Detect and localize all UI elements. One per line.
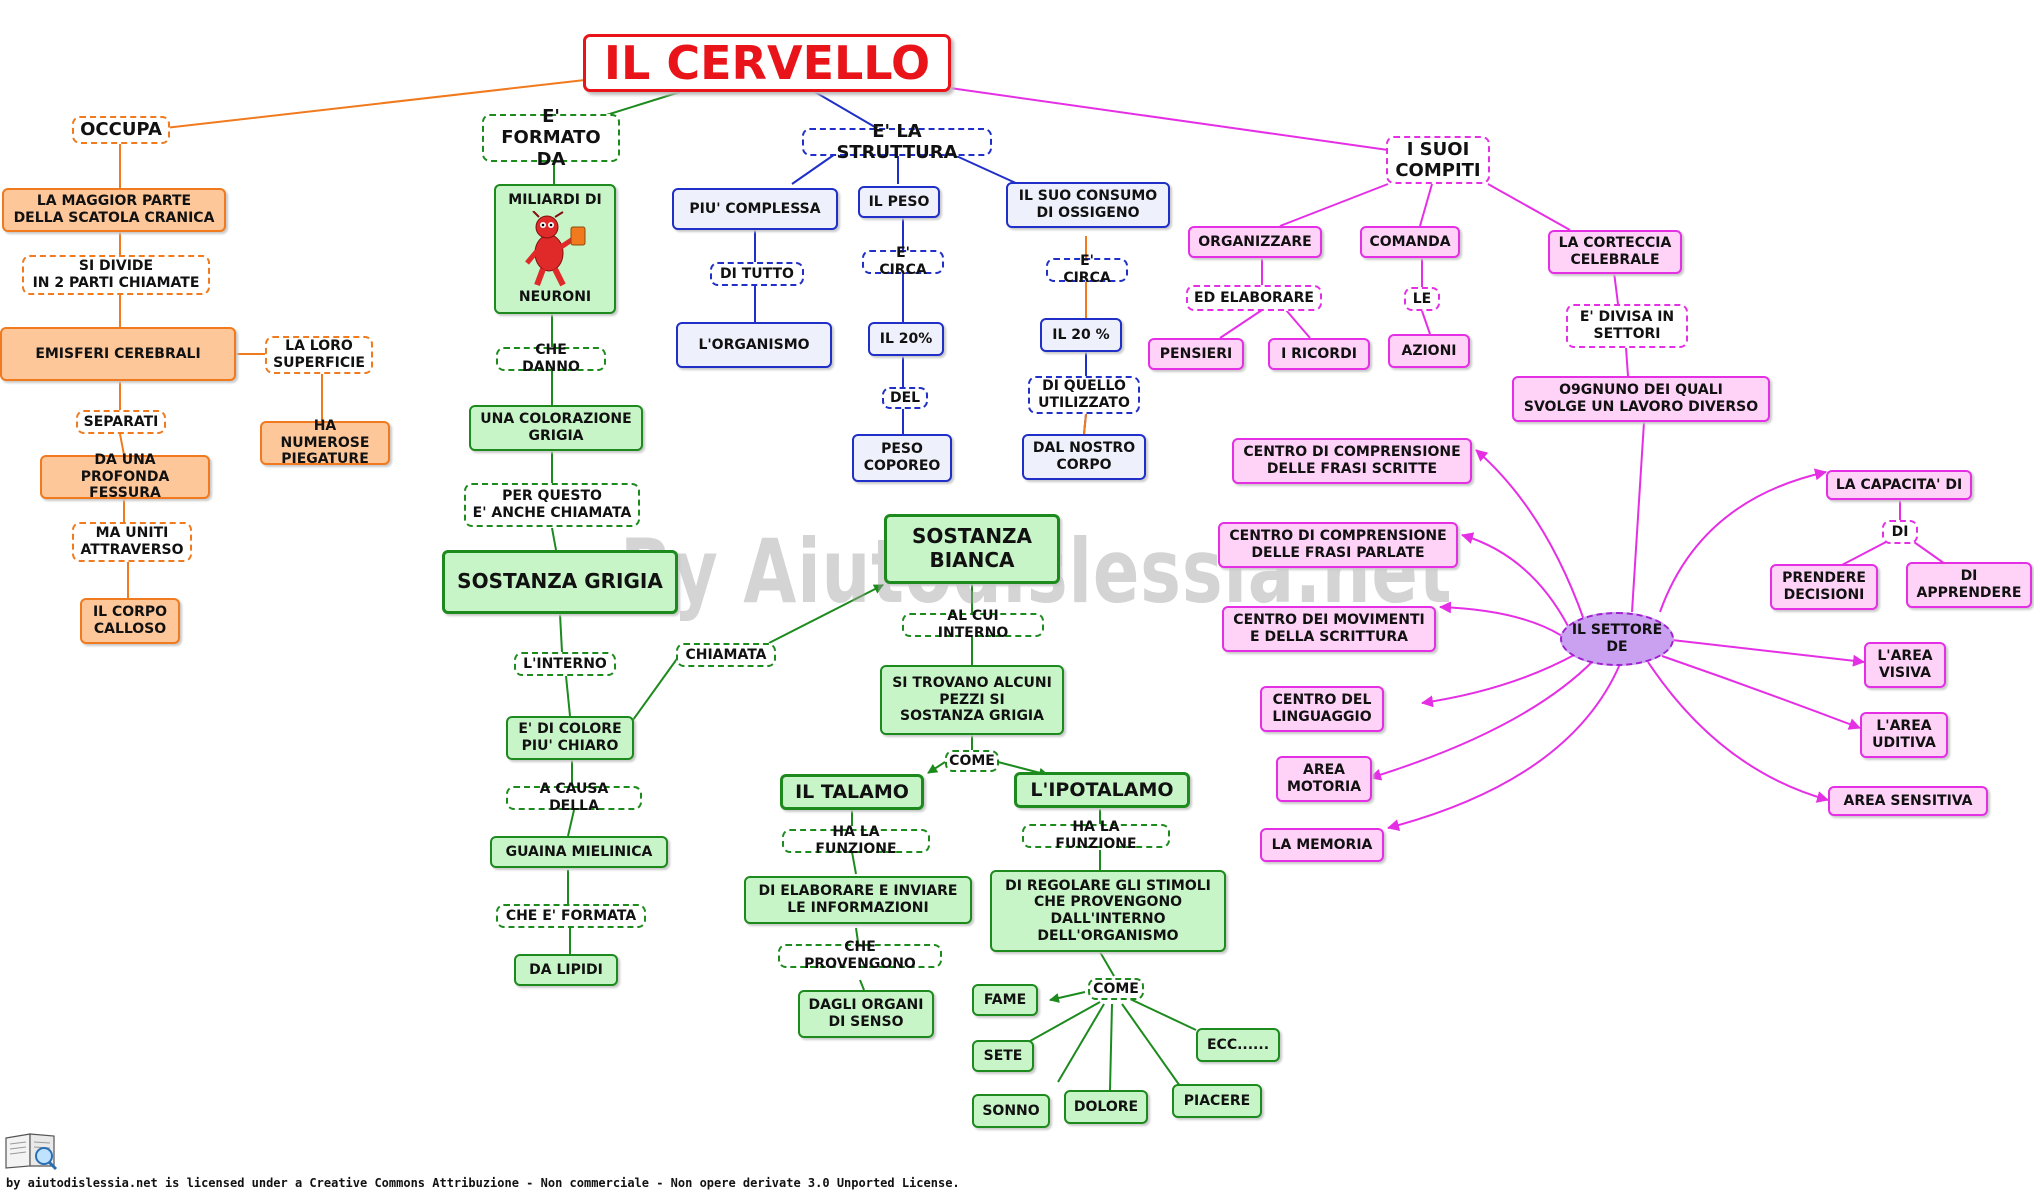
node-colorazione-grigia[interactable]: UNA COLORAZIONE GRIGIA bbox=[469, 405, 643, 451]
node-al-cui-interno[interactable]: AL CUI INTERNO bbox=[902, 608, 1044, 641]
node-numerose-piegature[interactable]: HA NUMEROSE PIEGATURE bbox=[260, 418, 390, 467]
node-sostanza-bianca[interactable]: SOSTANZA BIANCA bbox=[884, 514, 1060, 584]
node-come-2[interactable]: COME bbox=[1088, 978, 1144, 1000]
node-elaborare-inviare[interactable]: DI ELABORARE E INVIARE LE INFORMAZIONI bbox=[744, 876, 972, 924]
node-che-danno[interactable]: CHE DANNO bbox=[496, 342, 606, 375]
node-si-divide[interactable]: SI DIVIDE IN 2 PARTI CHIAMATE bbox=[22, 255, 210, 295]
node-del[interactable]: DEL bbox=[882, 387, 928, 409]
node-area-sensitiva[interactable]: AREA SENSITIVA bbox=[1828, 786, 1988, 816]
node-regolare-stimoli[interactable]: DI REGOLARE GLI STIMOLI CHE PROVENGONO D… bbox=[990, 870, 1226, 952]
node-il-20-1[interactable]: IL 20% bbox=[868, 322, 944, 356]
node-pensieri[interactable]: PENSIERI bbox=[1148, 338, 1244, 370]
node-frasi-scritte[interactable]: CENTRO DI COMPRENSIONE DELLE FRASI SCRIT… bbox=[1232, 438, 1472, 484]
miliardi-label: MILIARDI DI bbox=[508, 192, 602, 208]
node-sostanza-grigia[interactable]: SOSTANZA GRIGIA bbox=[442, 550, 678, 614]
node-da-lipidi[interactable]: DA LIPIDI bbox=[514, 954, 618, 986]
node-separati[interactable]: SEPARATI bbox=[76, 410, 166, 434]
node-maggior-parte[interactable]: LA MAGGIOR PARTE DELLA SCATOLA CRANICA bbox=[2, 188, 226, 232]
node-la-loro-superficie[interactable]: LA LORO SUPERFICIE bbox=[265, 336, 373, 374]
node-la-memoria[interactable]: LA MEMORIA bbox=[1260, 828, 1384, 862]
node-formato-da[interactable]: E' FORMATO DA bbox=[482, 106, 620, 170]
node-comanda[interactable]: COMANDA bbox=[1360, 226, 1460, 258]
node-il-20-2[interactable]: IL 20 % bbox=[1040, 318, 1122, 352]
node-corpo-calloso[interactable]: IL CORPO CALLOSO bbox=[80, 598, 180, 644]
node-prendere-decisioni[interactable]: PRENDERE DECISIONI bbox=[1770, 564, 1878, 610]
node-sete[interactable]: SETE bbox=[972, 1040, 1034, 1072]
node-e-circa-2[interactable]: E' CIRCA bbox=[1046, 253, 1128, 286]
node-ha-la-funzione-2[interactable]: HA LA FUNZIONE bbox=[1022, 819, 1170, 852]
node-area-motoria[interactable]: AREA MOTORIA bbox=[1276, 756, 1372, 802]
node-consumo-ossigeno[interactable]: IL SUO CONSUMO DI OSSIGENO bbox=[1006, 182, 1170, 228]
node-i-suoi-compiti[interactable]: I SUOI COMPITI bbox=[1386, 136, 1490, 184]
node-ma-uniti[interactable]: MA UNITI ATTRAVERSO bbox=[72, 522, 192, 562]
node-organi-senso[interactable]: DAGLI ORGANI DI SENSO bbox=[798, 990, 934, 1038]
neuroni-label: NEURONI bbox=[518, 289, 592, 306]
node-ed-elaborare[interactable]: ED ELABORARE bbox=[1186, 285, 1322, 311]
neuron-mascot-icon bbox=[525, 211, 586, 287]
node-centro-linguaggio[interactable]: CENTRO DEL LINGUAGGIO bbox=[1260, 686, 1384, 732]
edge-title-struttura bbox=[814, 91, 881, 131]
edge-title-occupa bbox=[164, 79, 586, 129]
node-piu-complessa[interactable]: PIU' COMPLESSA bbox=[672, 188, 838, 230]
node-dal-nostro-corpo[interactable]: DAL NOSTRO CORPO bbox=[1022, 434, 1146, 480]
node-emisferi[interactable]: EMISFERI CEREBRALI bbox=[0, 327, 236, 381]
license-footer: by aiutodislessia.net is licensed under … bbox=[6, 1176, 960, 1190]
node-area-visiva[interactable]: L'AREA VISIVA bbox=[1864, 642, 1946, 688]
book-magnifier-icon bbox=[5, 1133, 58, 1170]
map-title: IL CERVELLO bbox=[583, 34, 951, 92]
node-di-colore[interactable]: E' DI COLORE PIU' CHIARO bbox=[506, 716, 634, 760]
node-azioni[interactable]: AZIONI bbox=[1388, 334, 1470, 368]
node-e-circa-1[interactable]: E' CIRCA bbox=[862, 245, 944, 278]
node-si-trovano[interactable]: SI TROVANO ALCUNI PEZZI SI SOSTANZA GRIG… bbox=[880, 665, 1064, 735]
node-le[interactable]: LE bbox=[1404, 287, 1440, 311]
node-e-la-struttura[interactable]: E' LA STRUTTURA bbox=[802, 121, 992, 163]
node-divisa-in-settori[interactable]: E' DIVISA IN SETTORI bbox=[1566, 304, 1688, 348]
node-ecc[interactable]: ECC...... bbox=[1196, 1028, 1280, 1062]
node-movimenti-scrittura[interactable]: CENTRO DEI MOVIMENTI E DELLA SCRITTURA bbox=[1222, 606, 1436, 652]
node-che-provengono[interactable]: CHE PROVENGONO bbox=[778, 939, 942, 972]
node-come-1[interactable]: COME bbox=[945, 750, 999, 772]
node-l-interno[interactable]: L'INTERNO bbox=[514, 652, 616, 676]
node-il-talamo[interactable]: IL TALAMO bbox=[780, 774, 924, 810]
node-di-apprendere[interactable]: DI APPRENDERE bbox=[1906, 562, 2032, 608]
node-ognuno-dei-quali[interactable]: O9GNUNO DEI QUALI SVOLGE UN LAVORO DIVER… bbox=[1512, 376, 1770, 422]
node-che-e-formata[interactable]: CHE E' FORMATA bbox=[496, 904, 646, 928]
node-area-uditiva[interactable]: L'AREA UDITIVA bbox=[1860, 712, 1948, 758]
edge-title-formato bbox=[599, 91, 681, 118]
node-l-organismo[interactable]: L'ORGANISMO bbox=[676, 322, 832, 368]
node-il-peso[interactable]: IL PESO bbox=[858, 186, 940, 218]
node-frasi-parlate[interactable]: CENTRO DI COMPRENSIONE DELLE FRASI PARLA… bbox=[1218, 522, 1458, 568]
node-ha-la-funzione-1[interactable]: HA LA FUNZIONE bbox=[782, 824, 930, 857]
node-per-questo[interactable]: PER QUESTO E' ANCHE CHIAMATA bbox=[464, 483, 640, 527]
node-occupa[interactable]: OCCUPA bbox=[72, 116, 170, 144]
node-la-capacita-di[interactable]: LA CAPACITA' DI bbox=[1826, 470, 1972, 500]
node-di[interactable]: DI bbox=[1882, 520, 1918, 544]
node-di-quello-utilizzato[interactable]: DI QUELLO UTILIZZATO bbox=[1028, 376, 1140, 414]
node-piacere[interactable]: PIACERE bbox=[1172, 1084, 1262, 1118]
node-corteccia-celebrale[interactable]: LA CORTECCIA CELEBRALE bbox=[1548, 230, 1682, 274]
node-guaina-mielinica[interactable]: GUAINA MIELINICA bbox=[490, 836, 668, 868]
node-peso-corporeo[interactable]: PESO COPOREO bbox=[852, 434, 952, 482]
node-fame[interactable]: FAME bbox=[972, 984, 1038, 1016]
node-sonno[interactable]: SONNO bbox=[972, 1094, 1050, 1128]
node-di-tutto[interactable]: DI TUTTO bbox=[710, 262, 804, 286]
node-organizzare[interactable]: ORGANIZZARE bbox=[1188, 226, 1322, 258]
node-miliardi-neuroni[interactable]: MILIARDI DI NEURONI bbox=[494, 184, 616, 314]
node-profonda-fessura[interactable]: DA UNA PROFONDA FESSURA bbox=[40, 452, 210, 501]
node-i-ricordi[interactable]: I RICORDI bbox=[1268, 338, 1370, 370]
node-dolore[interactable]: DOLORE bbox=[1064, 1090, 1148, 1124]
edge-title-compiti bbox=[949, 87, 1389, 151]
node-chiamata[interactable]: CHIAMATA bbox=[676, 643, 776, 667]
node-il-settore-de[interactable]: IL SETTORE DE bbox=[1560, 612, 1674, 666]
node-a-causa[interactable]: A CAUSA DELLA bbox=[506, 781, 642, 814]
node-l-ipotalamo[interactable]: L'IPOTALAMO bbox=[1014, 772, 1190, 808]
